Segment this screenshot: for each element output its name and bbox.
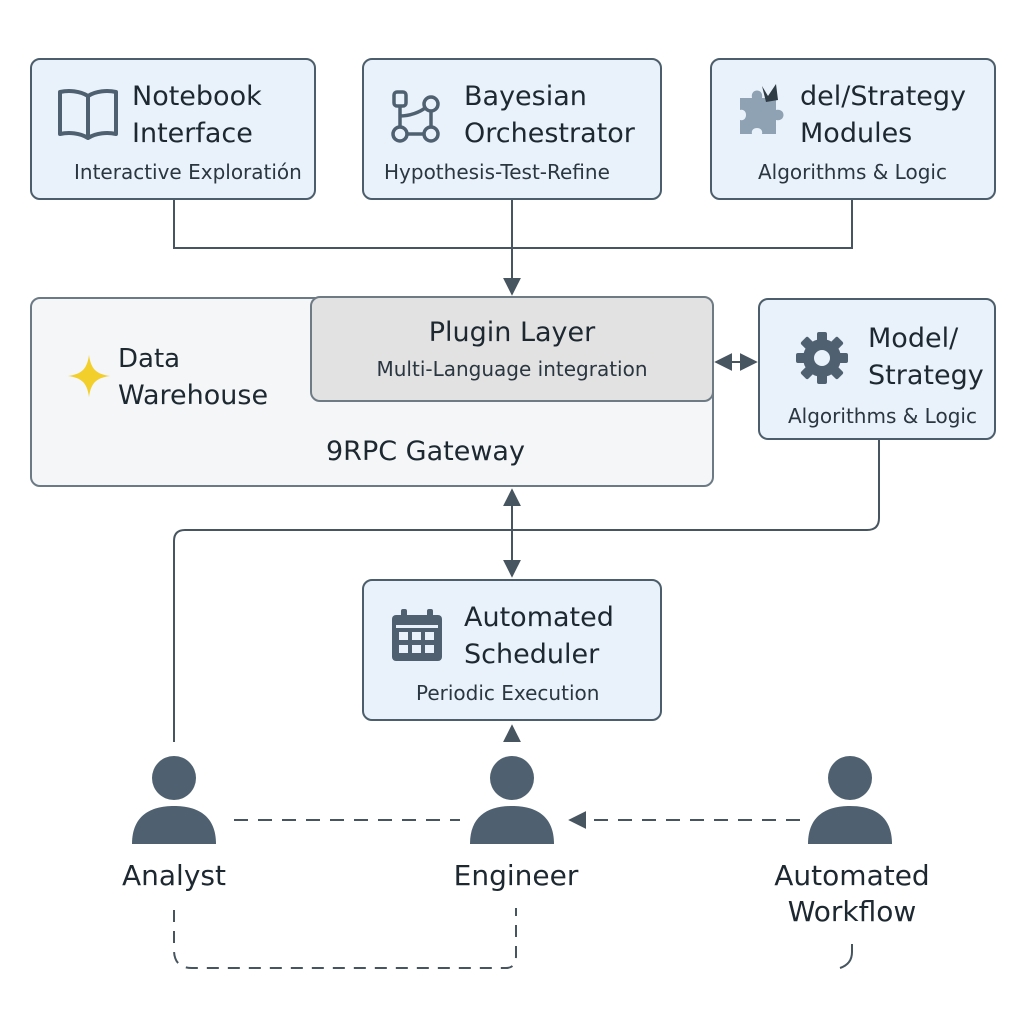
engineer-person-icon	[470, 756, 554, 844]
puzzle-piece-icon	[740, 84, 784, 134]
modules-title-line2: Modules	[800, 118, 913, 149]
model-title-line1: Model/	[868, 323, 959, 354]
scheduler-subtitle: Periodic Execution	[416, 681, 600, 705]
model-subtitle: Algorithms & Logic	[788, 404, 977, 428]
gear-icon	[796, 332, 848, 384]
notebook-title-line2: Interface	[132, 118, 253, 149]
workflow-label-line2: Workflow	[787, 895, 917, 928]
open-book-icon	[58, 89, 118, 140]
workflow-person-icon	[808, 756, 892, 844]
plugin-subtitle: Multi-Language integration	[376, 357, 648, 381]
strategy-modules-box[interactable]: del/Strategy Modules Algorithms & Logic	[710, 58, 996, 200]
bayesian-title-line1: Bayesian	[464, 81, 587, 112]
connector-model-to-analyst	[173, 440, 880, 742]
plugin-title: Plugin Layer	[428, 317, 596, 348]
notebook-interface-box[interactable]: Notebook Interface Interactive Explorati…	[30, 58, 316, 200]
modules-subtitle: Algorithms & Logic	[758, 160, 947, 184]
workflow-label-line1: Automated	[774, 859, 930, 892]
connector-analyst-engineer-bottom	[173, 908, 517, 969]
model-title-line2: Strategy	[868, 360, 984, 391]
model-strategy-box[interactable]: Model/ Strategy Algorithms & Logic	[758, 298, 996, 440]
engineer-label: Engineer	[453, 859, 579, 892]
bayesian-orchestrator-box[interactable]: Bayesian Orchestrator Hypothesis-Test-Re…	[362, 58, 662, 200]
automated-scheduler-box[interactable]: Automated Scheduler Periodic Execution	[362, 579, 662, 721]
calendar-icon	[392, 609, 442, 661]
bayesian-subtitle: Hypothesis-Test-Refine	[384, 160, 610, 184]
scheduler-title-line2: Scheduler	[464, 639, 600, 670]
analyst-label: Analyst	[122, 859, 226, 892]
warehouse-title-line1: Data	[118, 344, 181, 374]
analyst-person-icon	[132, 756, 216, 844]
connector-workflow-tail	[839, 944, 853, 969]
scheduler-title-line1: Automated	[464, 602, 614, 633]
bayesian-title-line2: Orchestrator	[464, 118, 635, 149]
modules-title-line1: del/Strategy	[800, 81, 967, 112]
gateway-title: 9RPC Gateway	[326, 436, 525, 467]
sparkle-icon	[68, 355, 110, 397]
notebook-title-line1: Notebook	[132, 81, 262, 112]
notebook-subtitle: Interactive Exploratión	[74, 160, 302, 184]
warehouse-title-line2: Warehouse	[118, 380, 269, 411]
workflow-nodes-icon	[391, 90, 440, 143]
plugin-layer-box[interactable]: Plugin Layer Multi-Language integration	[310, 296, 714, 402]
